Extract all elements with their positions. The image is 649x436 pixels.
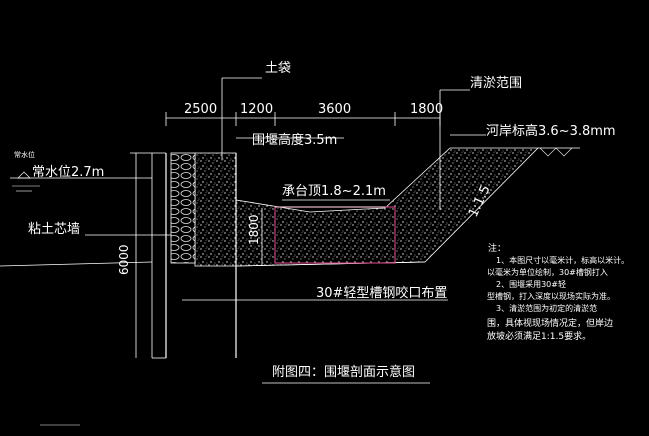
label-bank-elevation: 河岸标高3.6~3.8mm [486,123,616,139]
label-soil-bag: 土袋 [265,61,291,76]
label-cofferdam-height: 围堰高度3.5m [252,132,337,148]
label-cap-top: 承台顶1.8~2.1m [282,184,386,199]
fill-soil-bag-column [194,152,237,267]
drawing-title: 附图四：围堰剖面示意图 [272,364,415,380]
dimension-1800: 1800 [410,102,443,117]
notes-line-7: 放坡必须满足1:1.5要求。 [487,330,591,342]
water-level-marker [17,171,31,179]
label-lock-note: 30#轻型槽钢咬口布置 [316,285,447,301]
notes-line-5: 3、清淤范围为初定的清淤范 [496,303,597,313]
ground-line-left [0,261,153,267]
dimension-1200: 1200 [240,102,273,117]
label-water-level-small: 常水位 [14,150,35,159]
bank-hatch [539,147,573,157]
notes-line-2: 以毫米为单位绘制，30#槽钢打入 [487,267,608,277]
label-clay-core-wall: 粘土芯墙 [28,222,80,237]
clay-core-fill [170,152,196,264]
notes-heading: 注： [488,242,506,254]
label-height-6000: 6000 [117,244,131,275]
label-water-level: 常水位2.7m [32,165,104,180]
notes-line-4: 型槽钢，打入深度以现场实际为准。 [487,291,615,301]
dimension-2500: 2500 [184,102,217,117]
label-dredge-range: 清淤范围 [470,76,522,91]
notes-line-1: 1、本图尺寸以毫米计，标高以米计。 [496,255,629,265]
notes-line-6: 围，具体视现场情况定，但岸边 [487,317,613,329]
dimension-3600: 3600 [318,102,351,117]
notes-line-3: 2、围堰采用30#轻 [496,279,566,289]
label-height-1800: 1800 [247,214,261,245]
